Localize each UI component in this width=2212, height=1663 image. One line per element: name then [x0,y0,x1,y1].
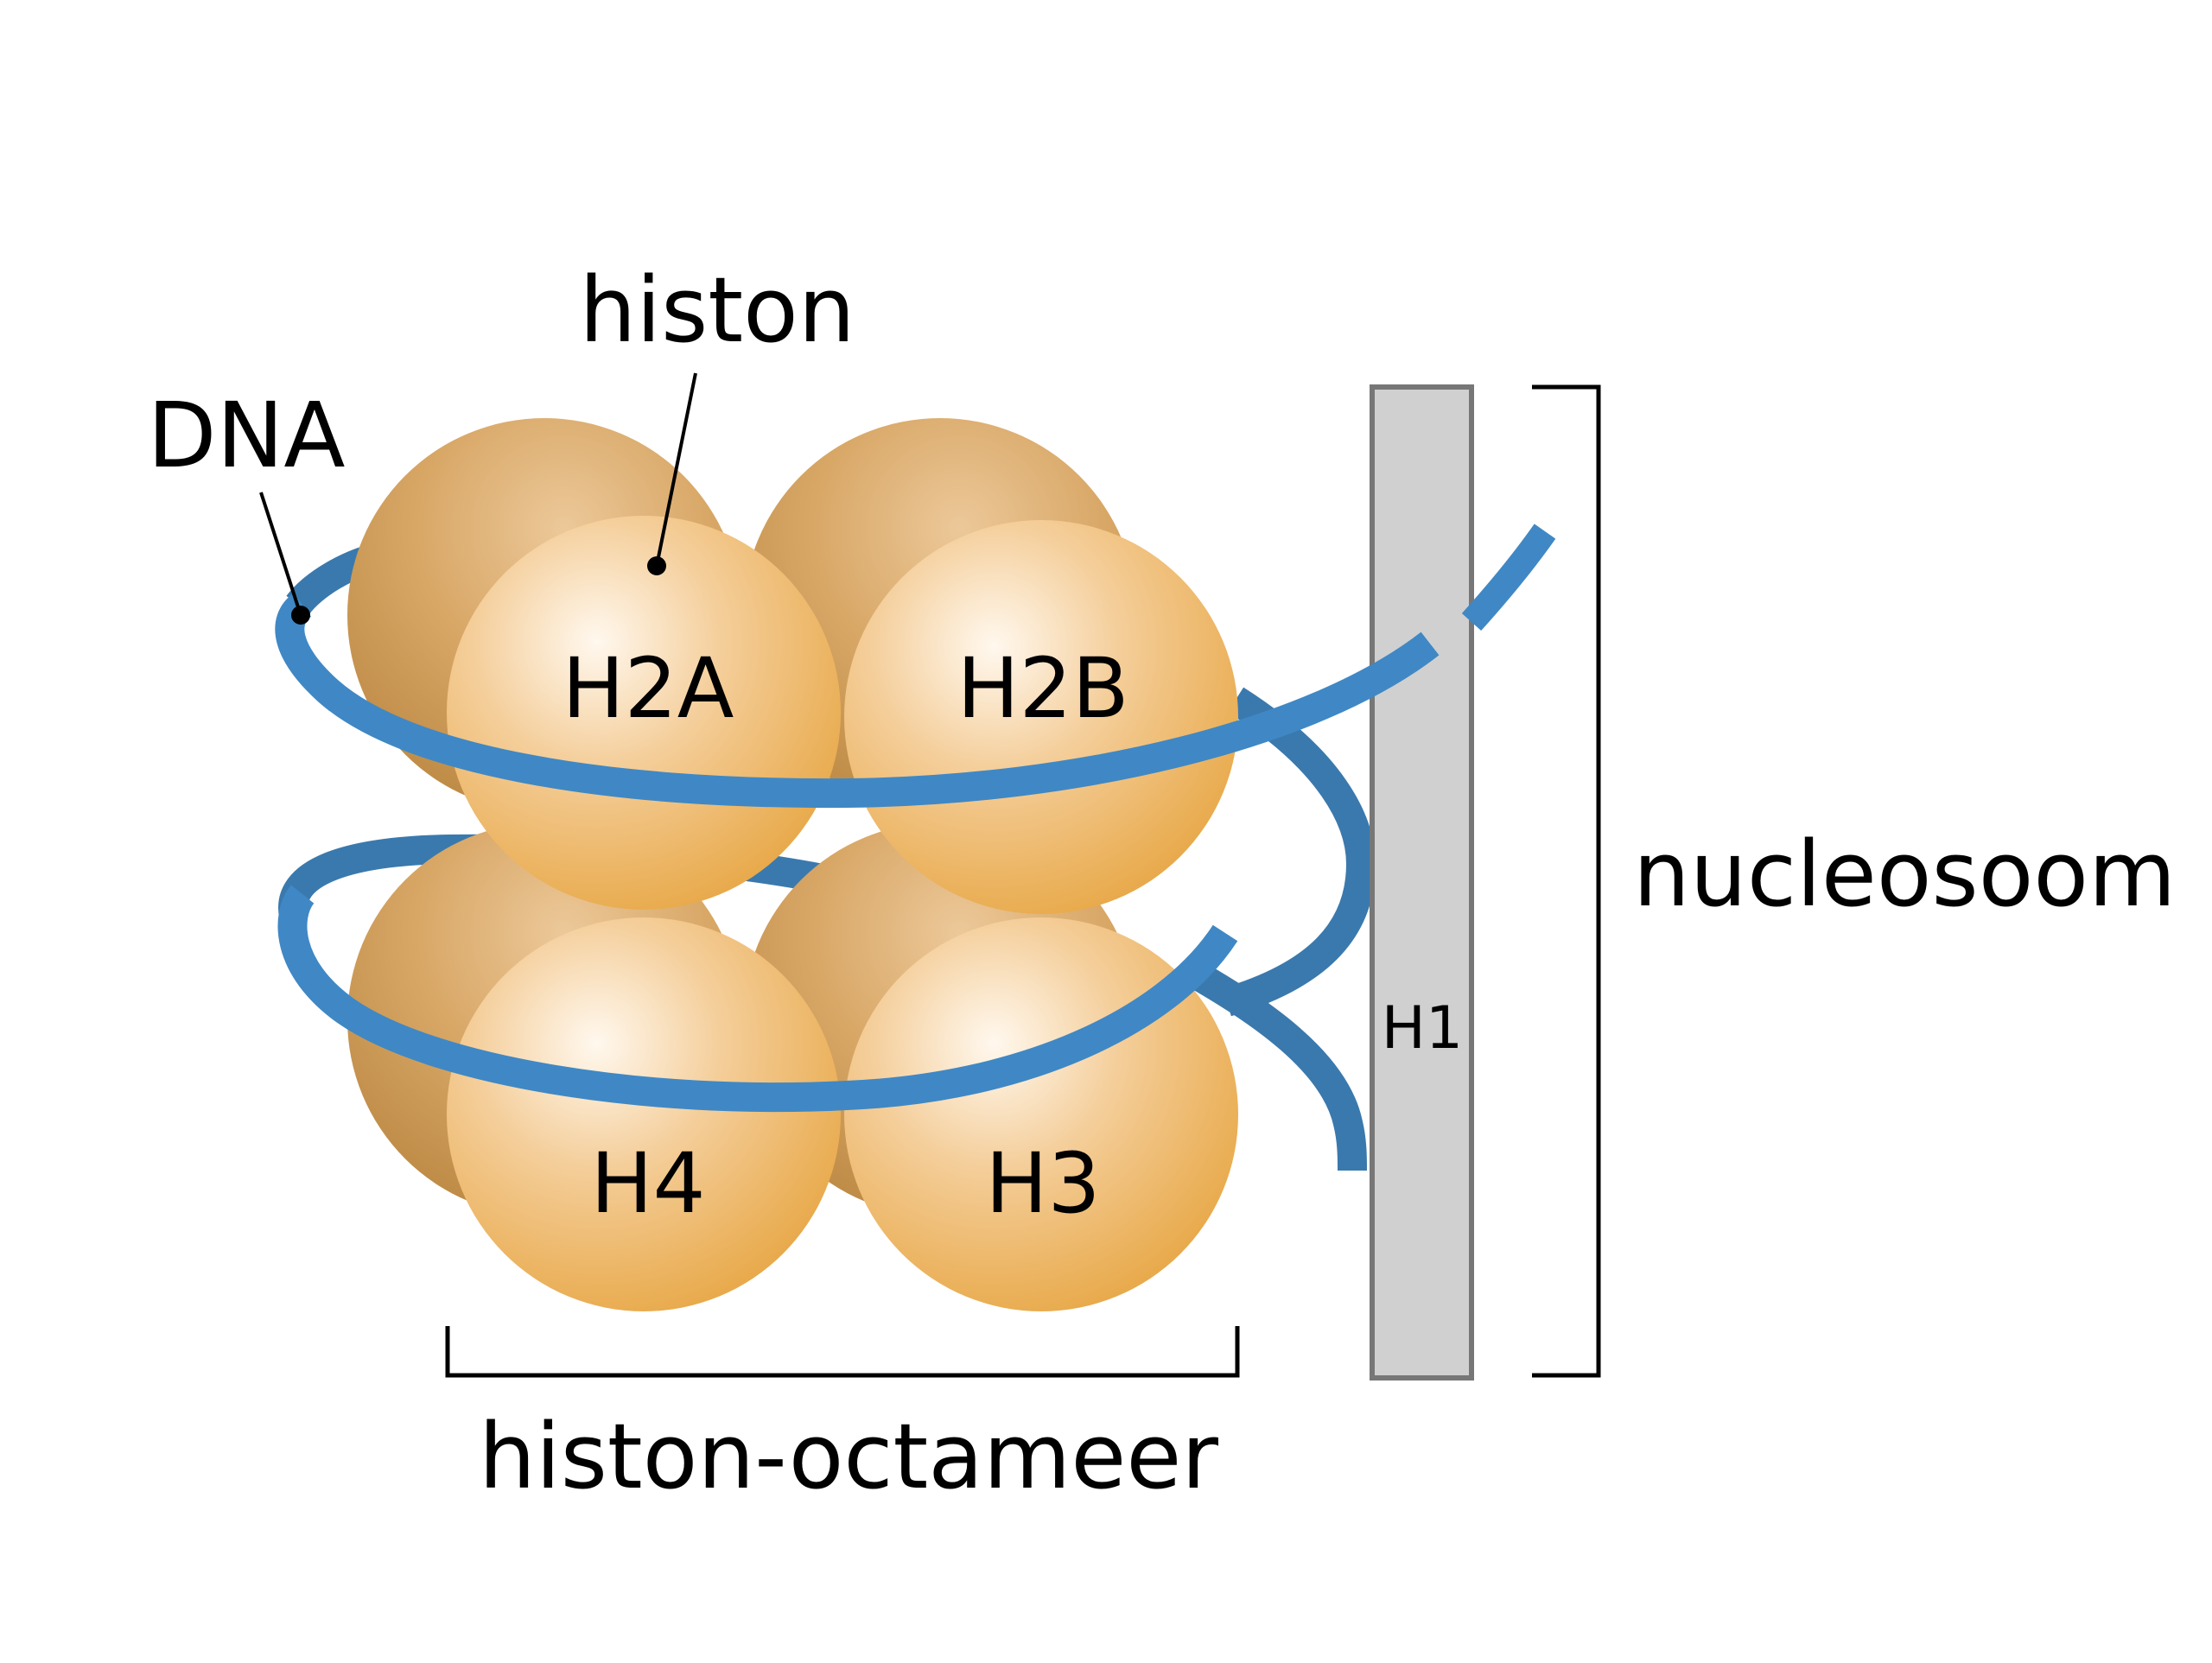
histone-h4-sphere [447,917,841,1311]
label-histon-octameer: histon-octameer [479,1404,1218,1509]
label-h1: H1 [1382,994,1463,1063]
histone-h2b-sphere [844,520,1238,914]
label-h4: H4 [590,1135,705,1232]
histone-h2a-sphere [447,516,841,910]
dna-front-exit-strand [1461,524,1556,632]
octameer-bracket [445,1326,1240,1378]
label-h3: H3 [985,1135,1100,1232]
dna-back-middle [1223,687,1376,1017]
label-h2b: H2B [957,640,1128,737]
dna-callout-line [259,492,302,616]
dna-front-lower-loop [277,885,1238,1113]
dna-front-upper-loop [275,593,1440,809]
histon-callout-line [655,372,697,567]
histon-callout-dot [647,556,666,575]
label-dna: DNA [147,383,345,488]
h1-linker-histone-bar [1370,384,1474,1381]
label-h2a: H2A [563,640,734,737]
nucleosoom-bracket [1532,384,1601,1378]
dna-back-lower-right [1176,955,1367,1171]
label-histon: histon [579,257,855,363]
label-nucleosoom: nucleosoom [1633,822,2176,927]
dna-callout-dot [291,606,310,625]
